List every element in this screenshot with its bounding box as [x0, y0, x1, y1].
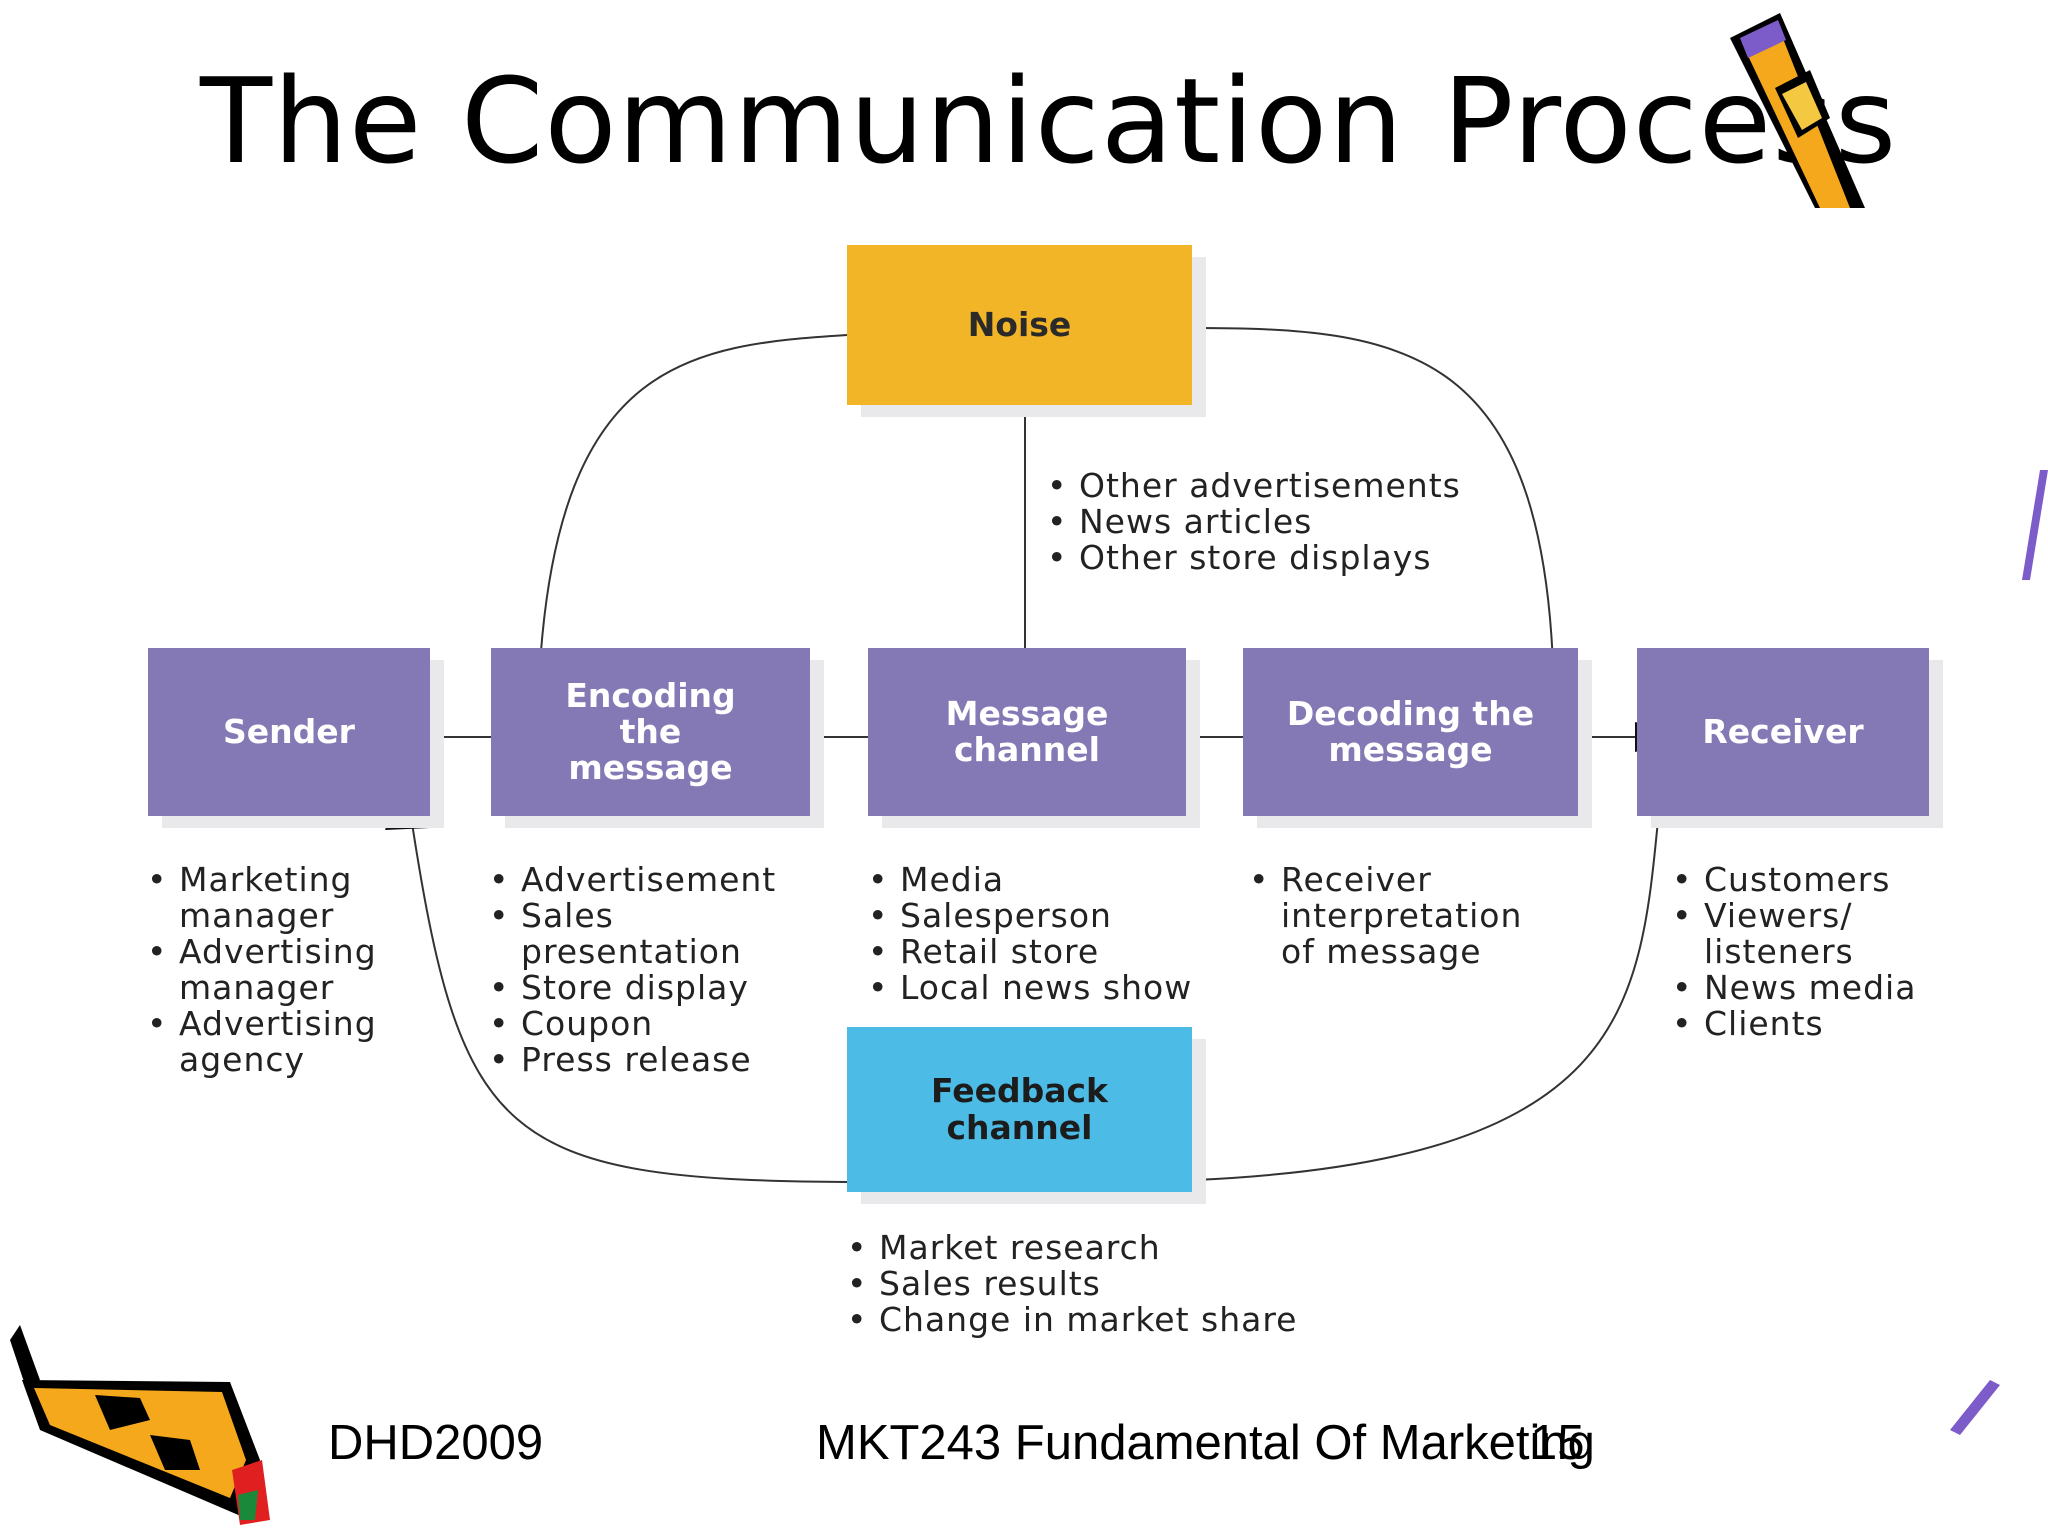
- decorative-accent: [2022, 470, 2048, 580]
- list-item: Advertisement: [487, 862, 832, 899]
- list-item: Market research: [845, 1230, 1365, 1267]
- list-item: Retail store: [866, 934, 1251, 971]
- sender-list: Marketing manager Advertising manager Ad…: [145, 862, 440, 1078]
- list-item: Coupon: [487, 1006, 832, 1043]
- decoding-label: Decoding the message: [1286, 693, 1535, 769]
- sender-label: Sender: [223, 711, 355, 751]
- page-number: 15: [1530, 1416, 1585, 1470]
- list-item: Other store displays: [1045, 540, 1545, 577]
- pencil-icon: [10, 1325, 270, 1525]
- list-item: Other advertisements: [1045, 468, 1545, 505]
- list-item: Advertising manager: [145, 934, 440, 1006]
- list-item: Local news show: [866, 970, 1251, 1007]
- pencil-icon: [1730, 13, 1865, 208]
- list-item: Receiver interpretation of message: [1247, 862, 1567, 970]
- decoding-list: Receiver interpretation of message: [1247, 862, 1567, 970]
- feedback-box: Feedback channel: [847, 1027, 1192, 1192]
- decoding-box: Decoding the message: [1243, 648, 1578, 816]
- list-item: Viewers/ listeners: [1670, 898, 1904, 970]
- noise-list: Other advertisements News articles Other…: [1045, 468, 1545, 577]
- list-item: News media: [1670, 970, 1970, 1007]
- noise-to-encoding-line: [539, 334, 848, 666]
- decorative-accent: [1950, 1380, 2000, 1435]
- list-item: Store display: [487, 970, 832, 1007]
- channel-box: Message channel: [868, 648, 1186, 816]
- footer-left: DHD2009: [328, 1416, 544, 1470]
- list-item: Sales presentation: [487, 898, 771, 970]
- slide-title: The Communication Process: [200, 52, 1898, 190]
- encoding-label: Encoding the message: [565, 675, 736, 788]
- list-item: News articles: [1045, 504, 1545, 541]
- list-item: Salesperson: [866, 898, 1251, 935]
- list-item: Change in market share: [845, 1302, 1365, 1339]
- feedback-label: Feedback channel: [931, 1071, 1108, 1147]
- list-item: Clients: [1670, 1006, 1970, 1043]
- encoding-box: Encoding the message: [491, 648, 810, 816]
- list-item: Customers: [1670, 862, 1970, 899]
- channel-label: Message channel: [945, 693, 1109, 769]
- list-item: Press release: [487, 1042, 832, 1079]
- list-item: Advertising agency: [145, 1006, 440, 1078]
- list-item: Sales results: [845, 1266, 1365, 1303]
- list-item: Marketing manager: [145, 862, 440, 934]
- feedback-list: Market research Sales results Change in …: [845, 1230, 1365, 1339]
- noise-label: Noise: [967, 304, 1072, 344]
- receiver-to-feedback-line: [1194, 799, 1661, 1181]
- sender-box: Sender: [148, 648, 430, 816]
- encoding-list: Advertisement Sales presentation Store d…: [487, 862, 832, 1079]
- receiver-list: Customers Viewers/ listeners News media …: [1670, 862, 1970, 1043]
- channel-list: Media Salesperson Retail store Local new…: [866, 862, 1251, 1007]
- receiver-label: Receiver: [1702, 711, 1864, 751]
- list-item: Media: [866, 862, 1251, 899]
- footer-center: MKT243 Fundamental Of Marketing: [816, 1416, 1595, 1470]
- receiver-box: Receiver: [1637, 648, 1929, 816]
- noise-box: Noise: [847, 245, 1192, 405]
